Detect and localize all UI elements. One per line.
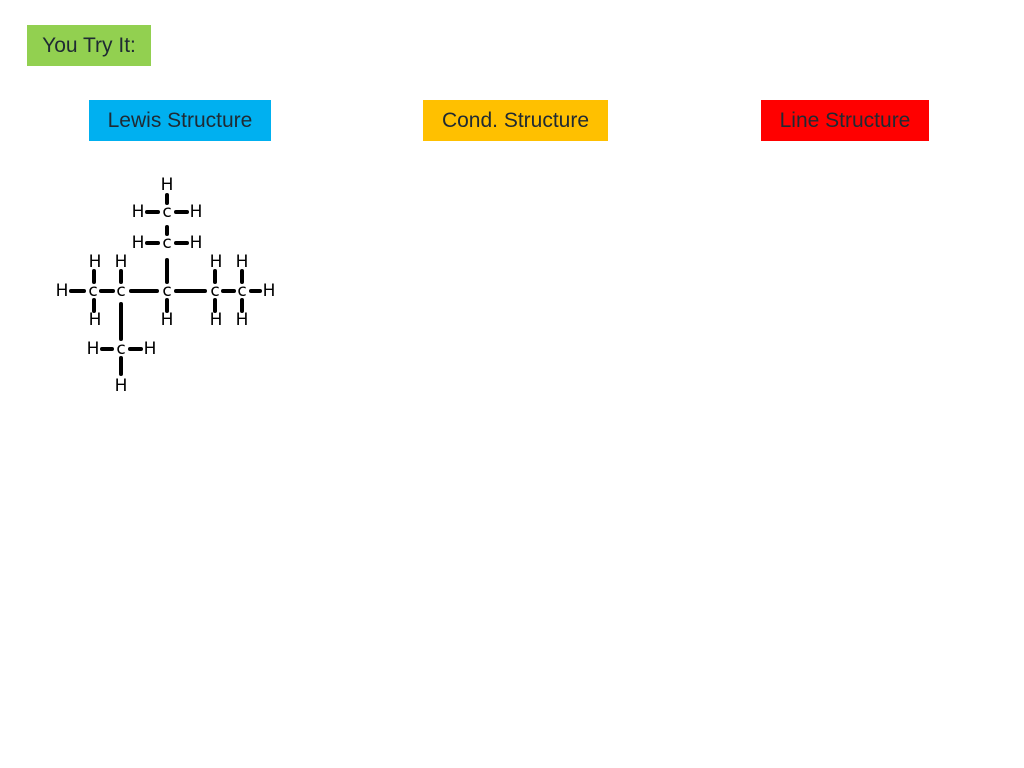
hydrogen-atom-h17: H (144, 339, 157, 359)
condensed-structure-label: Cond. Structure (423, 100, 608, 141)
hydrogen-atom-h16: H (87, 339, 100, 359)
carbon-atom-c6: c (162, 233, 171, 253)
hydrogen-atom-h15: H (236, 310, 249, 330)
hydrogen-atom-h11: H (263, 281, 276, 301)
hydrogen-atom-h3: H (190, 202, 203, 222)
hydrogen-atom-h9: H (236, 252, 249, 272)
hydrogen-atom-h6: H (89, 252, 102, 272)
carbon-atom-c4: c (210, 281, 219, 301)
carbon-atom-c1: c (88, 281, 97, 301)
carbon-atom-c7: c (162, 202, 171, 222)
hydrogen-atom-h7: H (115, 252, 128, 272)
hydrogen-atom-h13: H (161, 310, 174, 330)
hydrogen-atom-h10: H (56, 281, 69, 301)
hydrogen-atom-h4: H (132, 233, 145, 253)
hydrogen-atom-h1: H (161, 175, 174, 195)
lewis-structure-label: Lewis Structure (89, 100, 271, 141)
carbon-atom-c3: c (162, 281, 171, 301)
line-structure-label: Line Structure (761, 100, 929, 141)
hydrogen-atom-h5: H (190, 233, 203, 253)
hydrogen-atom-h2: H (132, 202, 145, 222)
hydrogen-atom-h18: H (115, 376, 128, 396)
carbon-atom-c5: c (237, 281, 246, 301)
carbon-atom-c8: c (116, 339, 125, 359)
hydrogen-atom-h12: H (89, 310, 102, 330)
hydrogen-atom-h14: H (210, 310, 223, 330)
slide-title-label: You Try It: (27, 25, 151, 66)
carbon-atom-c2: c (116, 281, 125, 301)
hydrogen-atom-h8: H (210, 252, 223, 272)
